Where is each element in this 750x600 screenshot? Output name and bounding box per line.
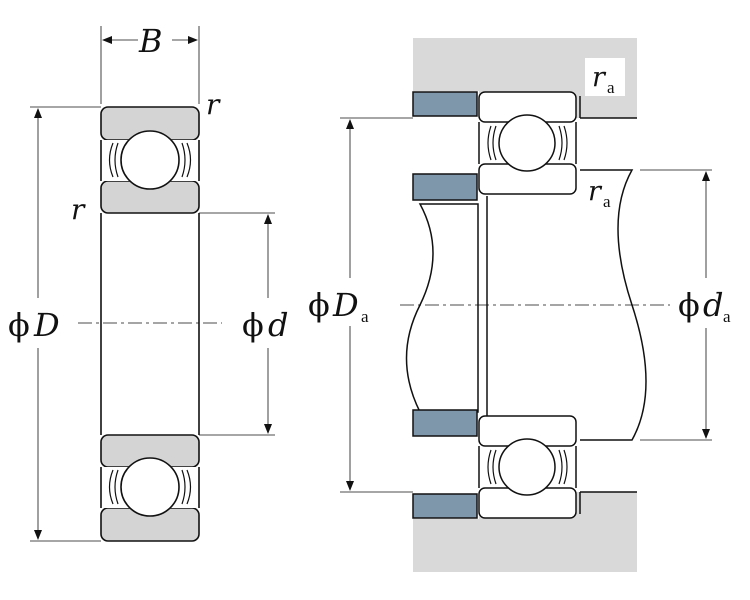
shaft-fillet-label: r bbox=[588, 176, 603, 207]
mounted-ball-bottom bbox=[498, 438, 556, 496]
ball-bottom bbox=[120, 457, 180, 517]
shaft-shoulder-subscript: a bbox=[723, 307, 731, 326]
shaft-fillet-subscript: a bbox=[603, 192, 611, 211]
housing-fillet-subscript: a bbox=[607, 78, 615, 97]
chamfer-label-top: r bbox=[206, 88, 221, 121]
housing-spacer-top bbox=[412, 91, 478, 117]
outer-dia-label: D bbox=[33, 306, 60, 344]
outer-dia-phi: ϕ bbox=[8, 306, 30, 344]
shaft-spacer-top bbox=[412, 173, 478, 201]
shaft-shoulder-phi: ϕ bbox=[678, 286, 700, 324]
width-label: B bbox=[138, 22, 163, 60]
bore-dia-label: d bbox=[268, 306, 288, 344]
cage-bottom-right bbox=[181, 469, 192, 505]
bearing-section: B r r ϕ D ϕ d bbox=[8, 22, 288, 542]
housing-shoulder-phi: ϕ bbox=[308, 286, 330, 324]
cage-top-left bbox=[108, 142, 119, 178]
housing-spacer-bottom bbox=[412, 493, 478, 519]
shaft-spacer-bottom bbox=[412, 409, 478, 437]
ball-top bbox=[120, 130, 180, 190]
cage-bottom-left bbox=[108, 469, 119, 505]
shaft-left-break bbox=[405, 203, 479, 413]
shaft-shoulder-label: d bbox=[703, 286, 723, 324]
housing-shoulder-label: D bbox=[332, 286, 359, 324]
housing-shoulder-subscript: a bbox=[361, 307, 369, 326]
cage-top-right bbox=[181, 142, 192, 178]
bore-dia-phi: ϕ bbox=[242, 306, 264, 344]
mounted-ball-top bbox=[498, 114, 556, 172]
mounting-section: r a r a ϕ D a ϕ d a bbox=[308, 38, 731, 572]
chamfer-label-left: r bbox=[71, 193, 86, 226]
fillet-label-box-top bbox=[585, 58, 625, 96]
housing-fillet-label: r bbox=[592, 62, 607, 93]
